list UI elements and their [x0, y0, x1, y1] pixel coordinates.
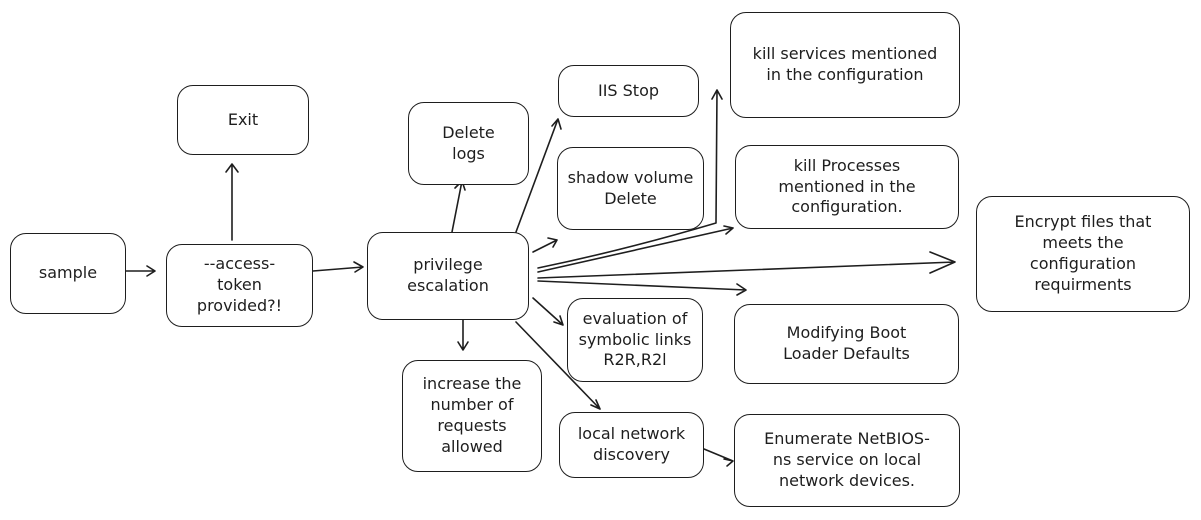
- arrow-privilege-to-symbolic-links: [532, 297, 564, 326]
- arrow-privilege-to-iis-stop: [515, 118, 562, 233]
- arrow-privilege-to-network-discovery: [515, 321, 601, 410]
- arrow-access-token-to-exit: [225, 163, 239, 241]
- local-network-discovery-node: local network discovery: [559, 412, 704, 478]
- arrow-discovery-to-netbios: [703, 448, 734, 467]
- symbolic-links-node: evaluation of symbolic links R2R,R2l: [567, 298, 703, 382]
- arrow-privilege-to-shadow-volume: [532, 237, 558, 253]
- arrow-privilege-to-boot-loader: [537, 280, 747, 296]
- arrow-privilege-to-kill-processes: [537, 225, 734, 273]
- sample-node: sample: [10, 233, 126, 314]
- arrow-sample-to-access-token: [125, 265, 156, 277]
- modify-boot-loader-node: Modifying Boot Loader Defaults: [734, 304, 959, 384]
- enumerate-netbios-node: Enumerate NetBIOS- ns service on local n…: [734, 414, 960, 507]
- delete-logs-node: Delete logs: [408, 102, 529, 185]
- increase-requests-node: increase the number of requests allowed: [402, 360, 542, 472]
- arrow-privilege-to-kill-services: [537, 89, 723, 269]
- access-token-check-node: --access- token provided?!: [166, 244, 313, 327]
- arrow-access-token-to-privilege-escalation: [312, 261, 364, 273]
- iis-stop-node: IIS Stop: [558, 65, 699, 117]
- kill-processes-node: kill Processes mentioned in the configur…: [735, 145, 959, 229]
- privilege-escalation-node: privilege escalation: [367, 232, 529, 320]
- arrow-privilege-to-encrypt-files: [537, 251, 956, 279]
- arrow-privilege-to-delete-logs: [451, 180, 466, 233]
- encrypt-files-node: Encrypt files that meets the configurati…: [976, 196, 1190, 312]
- exit-node: Exit: [177, 85, 309, 155]
- shadow-volume-delete-node: shadow volume Delete: [557, 147, 704, 230]
- arrow-privilege-to-increase-requests: [457, 319, 469, 351]
- kill-services-node: kill services mentioned in the configura…: [730, 12, 960, 118]
